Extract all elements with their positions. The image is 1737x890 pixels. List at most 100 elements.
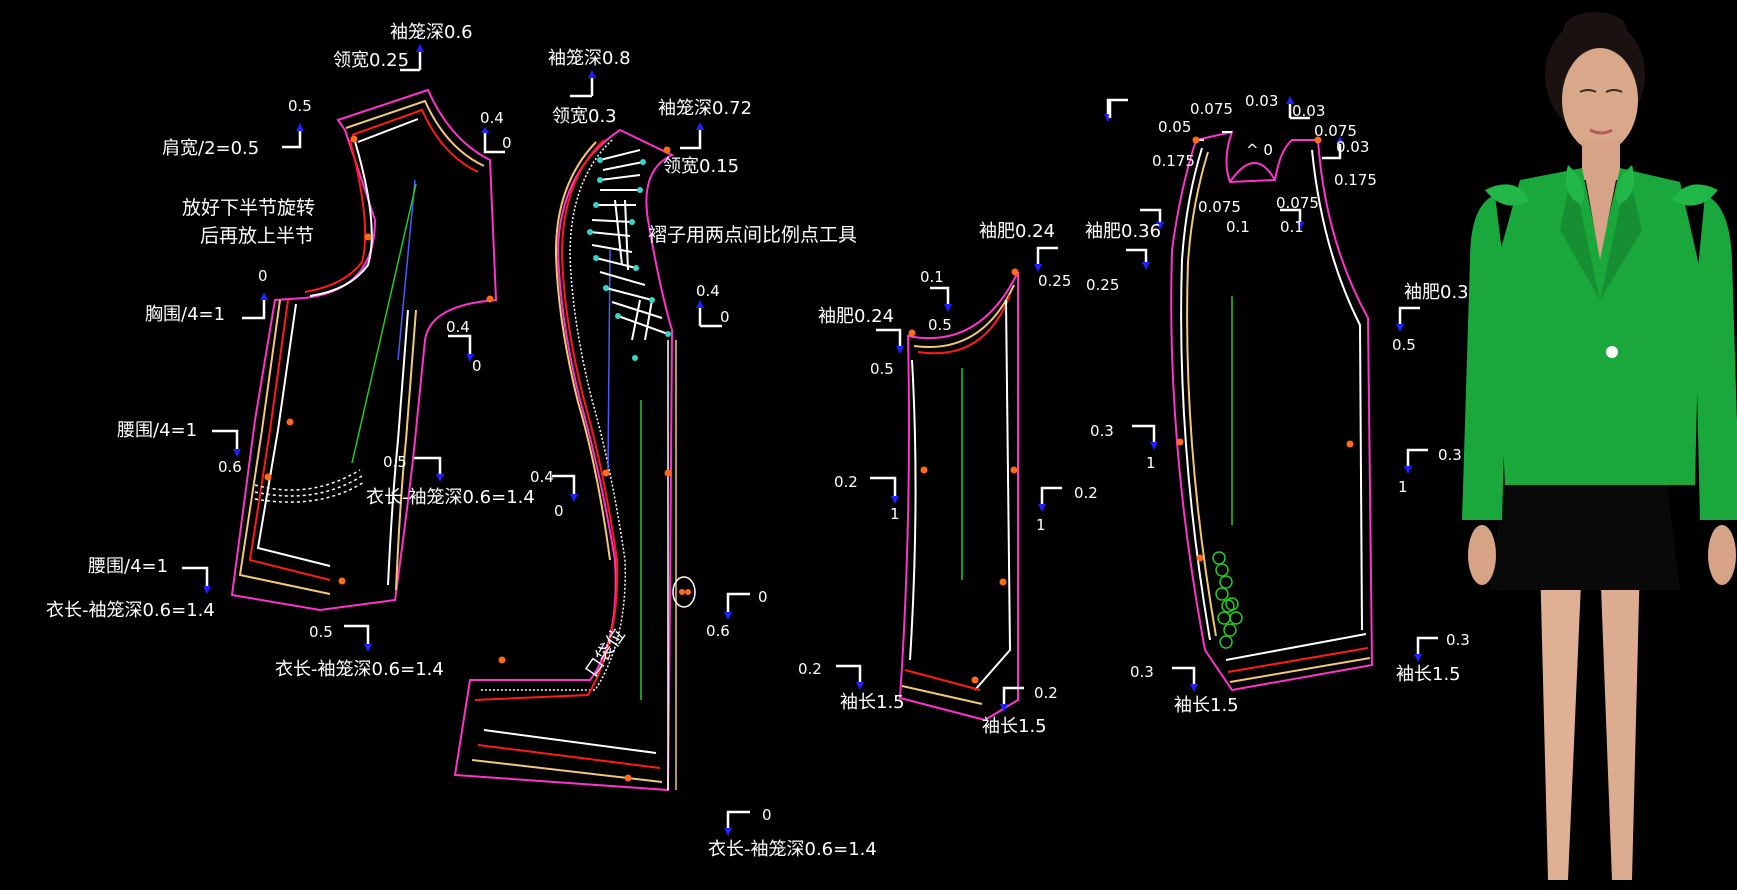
note-rotate-line1: 放好下半节旋转 bbox=[182, 197, 315, 219]
pleat-markers bbox=[1212, 551, 1243, 649]
num: 0.2 bbox=[1034, 684, 1058, 702]
marker-11 bbox=[680, 122, 704, 150]
label-sleeve-depth-06: 袖笼深0.6 bbox=[390, 22, 473, 43]
label-neck-width-025: 领宽0.25 bbox=[333, 50, 409, 71]
num: 0.5 bbox=[1392, 336, 1416, 354]
num: 0.075 bbox=[1198, 198, 1241, 216]
marker-8 bbox=[182, 566, 211, 594]
marker-4 bbox=[242, 292, 268, 320]
marker-33 bbox=[1172, 666, 1198, 692]
num: 1 bbox=[1398, 478, 1408, 496]
marker-25 bbox=[1286, 96, 1310, 120]
num: 1 bbox=[1036, 516, 1046, 534]
num: 0.3 bbox=[1090, 422, 1114, 440]
marker-34 bbox=[1414, 636, 1438, 662]
note-rotate-line2: 后再放上半节 bbox=[200, 225, 314, 247]
label-length-d: 衣长-袖笼深0.6=1.4 bbox=[708, 839, 877, 860]
label-waist-quarter-1: 腰围/4=1 bbox=[117, 420, 197, 441]
label-sleeve-len-c: 袖长1.5 bbox=[1174, 695, 1239, 716]
label-sleeve-depth-072: 袖笼深0.72 bbox=[658, 98, 752, 119]
num: 0 bbox=[502, 134, 512, 152]
num: 0.5 bbox=[383, 453, 407, 471]
note-pleat-tool: 褶子用两点间比例点工具 bbox=[648, 224, 857, 246]
marker-14 bbox=[724, 592, 750, 620]
label-neck-width-03: 领宽0.3 bbox=[552, 106, 617, 127]
num: 0.1 bbox=[920, 268, 944, 286]
back-bodice-piece bbox=[230, 88, 498, 612]
num: 0.2 bbox=[1074, 484, 1098, 502]
num: 0 bbox=[762, 806, 772, 824]
num: 0.6 bbox=[218, 458, 242, 476]
label-pocket: 口袋位 bbox=[581, 625, 629, 681]
num: 0.25 bbox=[1038, 272, 1071, 290]
label-sleeve-width-036: 袖肥0.36 bbox=[1085, 221, 1161, 242]
num: 0.4 bbox=[696, 282, 720, 300]
marker-20 bbox=[1038, 486, 1062, 512]
marker-19 bbox=[870, 476, 899, 504]
num: 0.05 bbox=[1158, 118, 1191, 136]
num: 0.5 bbox=[309, 623, 333, 641]
label-sleeve-len-a: 袖长1.5 bbox=[840, 692, 905, 713]
marker-23 bbox=[1104, 98, 1128, 122]
marker-18 bbox=[876, 328, 904, 354]
num: 0.4 bbox=[446, 318, 470, 336]
marker-5 bbox=[448, 334, 474, 362]
num: 0 bbox=[720, 308, 730, 326]
label-sleeve-width-024b: 袖肥0.24 bbox=[818, 306, 894, 327]
num: 0.2 bbox=[834, 473, 858, 491]
marker-15 bbox=[724, 810, 750, 836]
marker-16 bbox=[930, 286, 952, 312]
num: 0.5 bbox=[870, 360, 894, 378]
label-neck-width-015: 领宽0.15 bbox=[663, 156, 739, 177]
marker-28 bbox=[1280, 208, 1304, 230]
num: 0.4 bbox=[530, 468, 554, 486]
marker-2 bbox=[282, 123, 304, 149]
num: 0.03 bbox=[1245, 92, 1278, 110]
num: 0.175 bbox=[1152, 152, 1195, 170]
num: 0.3 bbox=[1446, 631, 1470, 649]
label-sleeve-depth-08: 袖笼深0.8 bbox=[548, 48, 631, 69]
num: 0.175 bbox=[1334, 171, 1377, 189]
marker-13 bbox=[552, 474, 578, 502]
num: 0.3 bbox=[1438, 446, 1462, 464]
front-bodice-piece bbox=[453, 128, 696, 792]
button-marker bbox=[672, 576, 696, 608]
num: 0.03 bbox=[1336, 138, 1369, 156]
marker-6 bbox=[212, 429, 241, 457]
num: 0.1 bbox=[1226, 218, 1250, 236]
label-length-c: 衣长-袖笼深0.6=1.4 bbox=[275, 659, 444, 680]
num: 0 bbox=[472, 357, 482, 375]
top-sleeve-piece bbox=[1170, 130, 1374, 692]
label-waist-quarter-2: 腰围/4=1 bbox=[88, 556, 168, 577]
marker-27 bbox=[1140, 208, 1164, 230]
num: 0.075 bbox=[1276, 194, 1319, 212]
label-shoulder-half: 肩宽/2=0.5 bbox=[162, 138, 259, 159]
marker-22 bbox=[1000, 686, 1024, 712]
label-bust-quarter: 胸围/4=1 bbox=[145, 304, 225, 325]
marker-17 bbox=[1034, 246, 1058, 272]
pleat-points bbox=[587, 157, 671, 361]
marker-21 bbox=[836, 664, 864, 690]
num: 0 bbox=[554, 502, 564, 520]
num: 0.03 bbox=[1292, 102, 1325, 120]
num: 0.2 bbox=[798, 660, 822, 678]
num: 0.5 bbox=[288, 97, 312, 115]
label-length-b: 衣长-袖笼深0.6=1.4 bbox=[46, 600, 215, 621]
num: 1 bbox=[890, 505, 900, 523]
label-sleeve-width-024a: 袖肥0.24 bbox=[979, 221, 1055, 242]
marker-26 bbox=[1322, 136, 1344, 160]
num: 0.075 bbox=[1314, 122, 1357, 140]
label-length-a: 衣长-袖笼深0.6=1.4 bbox=[366, 487, 535, 508]
marker-32 bbox=[1404, 448, 1428, 474]
under-sleeve-piece bbox=[898, 268, 1019, 722]
offset-markers bbox=[182, 44, 1438, 836]
label-sleeve-width-03x: 袖肥0.3 bbox=[1404, 282, 1469, 303]
num: 0.1 bbox=[1280, 218, 1304, 236]
pleat-lines bbox=[589, 149, 669, 341]
marker-30 bbox=[1396, 306, 1420, 332]
num: 0 bbox=[258, 267, 268, 285]
marker-10 bbox=[570, 70, 596, 98]
marker-29 bbox=[1126, 248, 1150, 270]
marker-7 bbox=[414, 456, 444, 482]
